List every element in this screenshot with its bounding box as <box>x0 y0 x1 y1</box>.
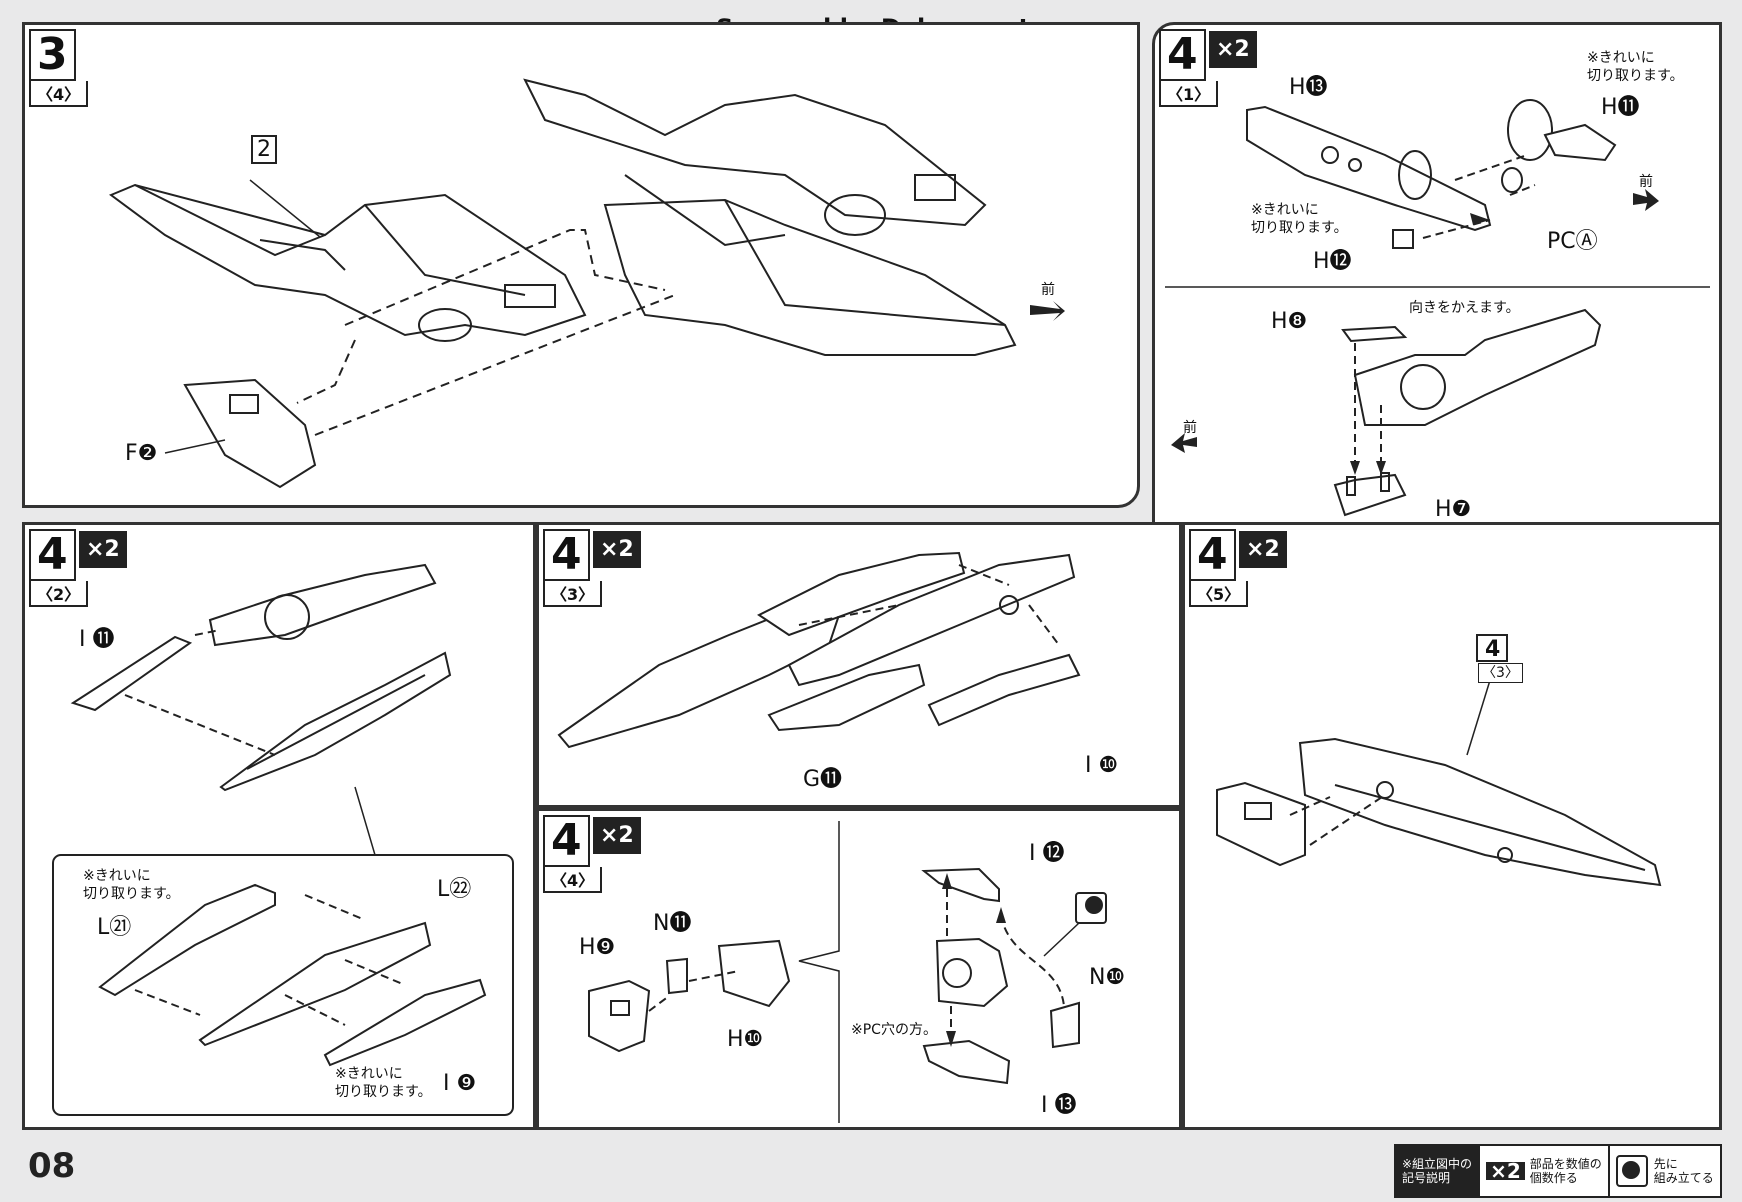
note-clean-cut: ※きれいに 切り取ります。 <box>335 1066 432 1100</box>
label-h11: H⓫ <box>1601 95 1640 120</box>
multiplier-badge: ×2 <box>1239 531 1287 568</box>
step4-3-illustration <box>557 551 1081 749</box>
step4-1-illustration <box>1165 99 1710 517</box>
legend-multiplier-text: 部品を数値の 個数作る <box>1529 1157 1602 1185</box>
step-subnumber: 〈4〉 <box>543 867 603 893</box>
step4-3-panel: 4 〈3〉 ×2 G⓫ I ❿ <box>536 522 1182 808</box>
label-l21: L㉑ <box>97 915 132 940</box>
step-number: 3 <box>29 29 76 81</box>
label-h13: H⓭ <box>1289 75 1328 100</box>
label-i10: I ❿ <box>1085 753 1119 778</box>
note-pc-hole: ※PC穴の方。 <box>851 1022 937 1038</box>
note-clean-cut: ※きれいに 切り取ります。 <box>1587 50 1684 84</box>
forward-label: 前 <box>1041 282 1055 298</box>
step4-4-illustration <box>588 821 1107 1123</box>
legend-title: ※組立図中の 記号説明 <box>1396 1146 1481 1196</box>
page-number: 08 <box>28 1146 76 1186</box>
step4-5-panel: 4 〈5〉 ×2 4 〈3〉 <box>1182 522 1722 1130</box>
label-h7: H❼ <box>1435 497 1472 522</box>
step4-3-number-box: 4 〈3〉 <box>543 529 603 607</box>
note-clean-cut: ※きれいに 切り取ります。 <box>1251 202 1348 236</box>
step4-4-number-box: 4 〈4〉 <box>543 815 603 893</box>
label-f2: F❷ <box>125 441 158 466</box>
note-clean-cut: ※きれいに 切り取ります。 <box>83 868 180 902</box>
forward-label-2: 前 <box>1183 420 1197 436</box>
step-number: 4 <box>1189 529 1236 581</box>
label-i12: I ⓬ <box>1029 841 1065 866</box>
multiplier-icon: ×2 <box>1486 1161 1525 1181</box>
step3-illustration <box>108 78 1065 489</box>
label-n11: N⓫ <box>653 911 692 936</box>
label-i11: I ⓫ <box>79 627 115 652</box>
label-l22: L㉒ <box>437 877 472 902</box>
step4-2-number-box: 4 〈2〉 <box>29 529 89 607</box>
preassemble-icon <box>1615 1155 1648 1187</box>
label-h8: H❽ <box>1271 309 1308 334</box>
multiplier-badge: ×2 <box>593 531 641 568</box>
label-n10: N❿ <box>1089 965 1126 990</box>
part-ref-4: 4 <box>1485 637 1501 662</box>
step-subnumber: 〈4〉 <box>29 81 89 107</box>
step4-1-number-box: 4 〈1〉 <box>1159 29 1219 107</box>
step-number: 4 <box>543 529 590 581</box>
legend-preassemble-text: 先に 組み立てる <box>1653 1157 1714 1185</box>
step4-5-number-box: 4 〈5〉 <box>1189 529 1249 607</box>
label-h12: H⓬ <box>1313 249 1352 274</box>
step4-5-illustration <box>1216 634 1662 887</box>
symbol-legend: ※組立図中の 記号説明 ×2 部品を数値の 個数作る 先に 組み立てる <box>1394 1144 1722 1198</box>
step-subnumber: 〈2〉 <box>29 581 89 607</box>
label-i9: I ❾ <box>443 1071 477 1096</box>
step-subnumber: 〈5〉 <box>1189 581 1249 607</box>
step4-2-illustration <box>52 563 514 1116</box>
label-h10: H❿ <box>727 1027 764 1052</box>
multiplier-badge: ×2 <box>593 817 641 854</box>
step-number: 4 <box>29 529 76 581</box>
multiplier-badge: ×2 <box>79 531 127 568</box>
part-ref-4-sub: 〈3〉 <box>1478 663 1523 683</box>
step4-2-panel: 4 〈2〉 ×2 I ⓫ L㉒ L㉑ I ❾ ※きれいに 切り取ります。 ※きれ… <box>22 522 536 1130</box>
part-ref-2: 2 <box>251 135 277 164</box>
label-pca: PCⒶ <box>1547 229 1598 254</box>
step-number: 4 <box>543 815 590 867</box>
label-h9: H❾ <box>579 935 616 960</box>
step4-1-panel: 4 〈1〉 ×2 前 前 <box>1152 22 1722 530</box>
note-change-direction: 向きをかえます。 <box>1409 300 1520 316</box>
label-i13: I ⓭ <box>1041 1093 1077 1118</box>
step-subnumber: 〈3〉 <box>543 581 603 607</box>
forward-label: 前 <box>1639 174 1653 190</box>
step3-panel: 3 〈4〉 前 2 F❷ <box>22 22 1140 508</box>
label-g11: G⓫ <box>803 767 843 792</box>
step4-4-panel: 4 〈4〉 ×2 N⓫ H❾ H❿ I <box>536 808 1182 1130</box>
legend-multiplier: ×2 部品を数値の 個数作る <box>1480 1146 1610 1196</box>
legend-preassemble: 先に 組み立てる <box>1610 1146 1720 1196</box>
step-number: 4 <box>1159 29 1206 81</box>
step-subnumber: 〈1〉 <box>1159 81 1219 107</box>
step3-number-box: 3 〈4〉 <box>29 29 89 107</box>
multiplier-badge: ×2 <box>1209 31 1257 68</box>
